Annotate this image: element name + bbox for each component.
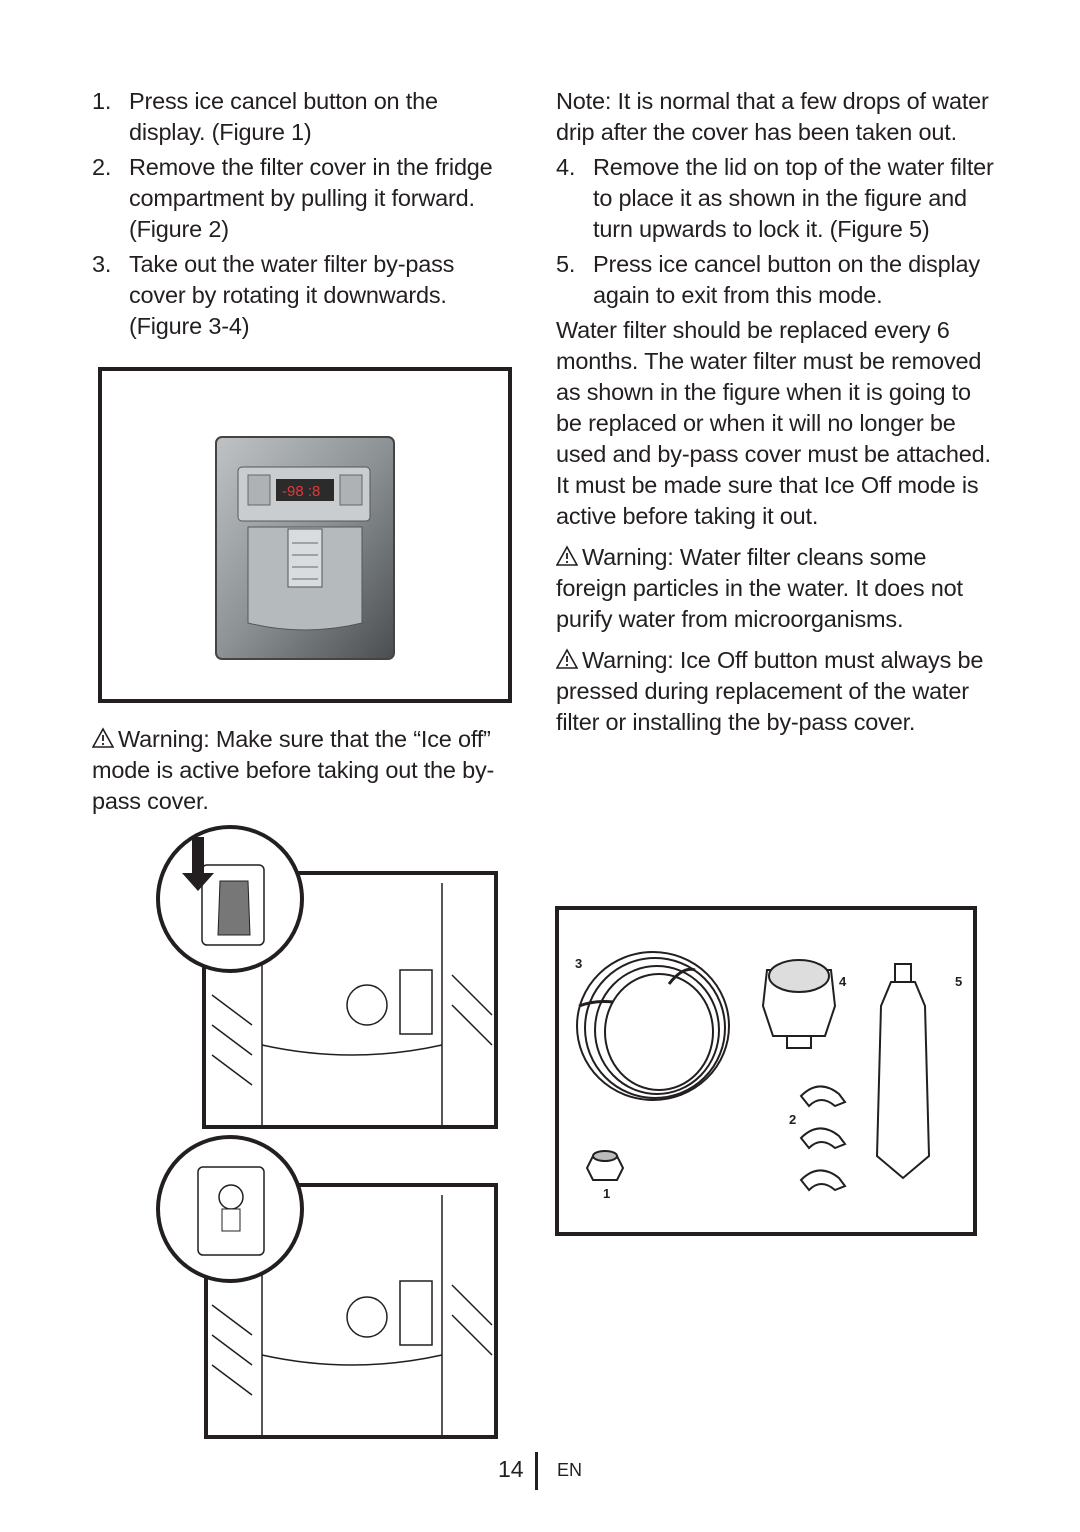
warning-text: Warning: Make sure that the “Ice off” mo… xyxy=(92,726,495,814)
step-text: Press ice cancel button on the display. … xyxy=(129,88,438,145)
step-number: 1. xyxy=(92,88,112,114)
step-2: 2. Remove the filter cover in the fridge… xyxy=(92,152,512,245)
step-4: 4. Remove the lid on top of the water fi… xyxy=(556,152,996,245)
step-text: Remove the filter cover in the fridge co… xyxy=(129,154,493,242)
step-number: 5. xyxy=(556,251,576,277)
step-number: 4. xyxy=(556,154,576,180)
figure-bypass-cover-installed xyxy=(156,1135,498,1439)
fitting-nut-small xyxy=(585,1150,625,1181)
page-footer: 14 EN xyxy=(0,1452,1080,1492)
language-code: EN xyxy=(557,1460,583,1480)
note-text: Note: It is normal that a few drops of w… xyxy=(556,88,989,145)
footer-divider xyxy=(535,1452,538,1490)
warning-ice-off-left: Warning: Make sure that the “Ice off” mo… xyxy=(92,724,512,817)
warning-ice-off-right: Warning: Ice Off button must always be p… xyxy=(556,645,996,738)
fitting-nut-large xyxy=(761,959,837,1049)
page-number: 14 xyxy=(498,1456,524,1482)
water-hose-coil xyxy=(576,951,730,1101)
left-column: 1. Press ice cancel button on the displa… xyxy=(92,86,512,346)
warning-triangle-icon xyxy=(556,648,578,669)
svg-text:-98 :8: -98 :8 xyxy=(282,483,320,500)
part-label-4: 4 xyxy=(839,974,847,989)
step-1: 1. Press ice cancel button on the displa… xyxy=(92,86,512,148)
step-5: 5. Press ice cancel button on the displa… xyxy=(556,249,996,311)
part-label-1: 1 xyxy=(603,1186,610,1201)
figure-dispenser-display: -98 :8 xyxy=(98,367,512,703)
step-3: 3. Take out the water filter by-pass cov… xyxy=(92,249,512,342)
step-text: Remove the lid on top of the water filte… xyxy=(593,154,994,242)
replacement-paragraph: Water filter should be replaced every 6 … xyxy=(556,317,991,529)
figure-bypass-cover-removal xyxy=(156,825,498,1129)
figure-filter-parts: 3 4 5 2 1 xyxy=(555,906,977,1236)
warning-triangle-icon xyxy=(92,727,114,748)
step-number: 2. xyxy=(92,154,112,180)
part-label-3: 3 xyxy=(575,956,582,971)
water-filter-cartridge xyxy=(875,963,931,1180)
right-column: Note: It is normal that a few drops of w… xyxy=(556,86,996,742)
step-text: Press ice cancel button on the display a… xyxy=(593,251,980,308)
warning-triangle-icon xyxy=(556,545,578,566)
step-number: 3. xyxy=(92,251,112,277)
warning-filter-purity: Warning: Water filter cleans some foreig… xyxy=(556,542,996,635)
warning-text: Warning: Ice Off button must always be p… xyxy=(556,647,984,735)
warning-text: Warning: Water filter cleans some foreig… xyxy=(556,544,963,632)
step-text: Take out the water filter by-pass cover … xyxy=(129,251,455,339)
part-label-2: 2 xyxy=(789,1112,796,1127)
part-label-5: 5 xyxy=(955,974,962,989)
pipe-clamps xyxy=(799,1085,847,1192)
